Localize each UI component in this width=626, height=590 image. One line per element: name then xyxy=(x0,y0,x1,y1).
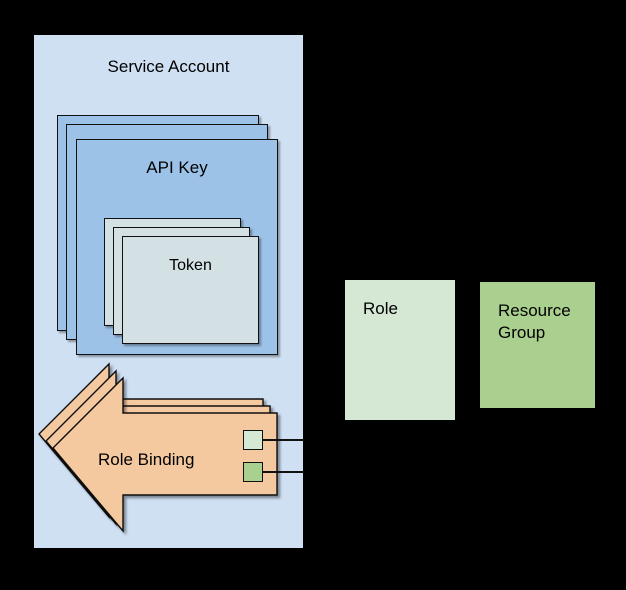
connector-role-binding-to-role xyxy=(262,439,304,442)
role-port-square[interactable] xyxy=(243,430,263,450)
connector-role-binding-to-resource-group xyxy=(262,471,304,474)
service-account-label: Service Account xyxy=(107,57,230,76)
role-label: Role xyxy=(363,299,398,318)
role-box[interactable]: Role xyxy=(345,280,455,420)
token-label: Token xyxy=(169,257,212,274)
resource-group-label-line2: Group xyxy=(498,323,546,342)
resource-group-box[interactable]: Resource Group xyxy=(480,282,595,408)
resource-group-port-square[interactable] xyxy=(243,462,263,482)
role-binding-label: Role Binding xyxy=(98,450,195,469)
token-card-front[interactable]: Token xyxy=(122,236,259,344)
api-key-label: API Key xyxy=(146,158,208,177)
resource-group-label-line1: Resource xyxy=(498,301,571,320)
